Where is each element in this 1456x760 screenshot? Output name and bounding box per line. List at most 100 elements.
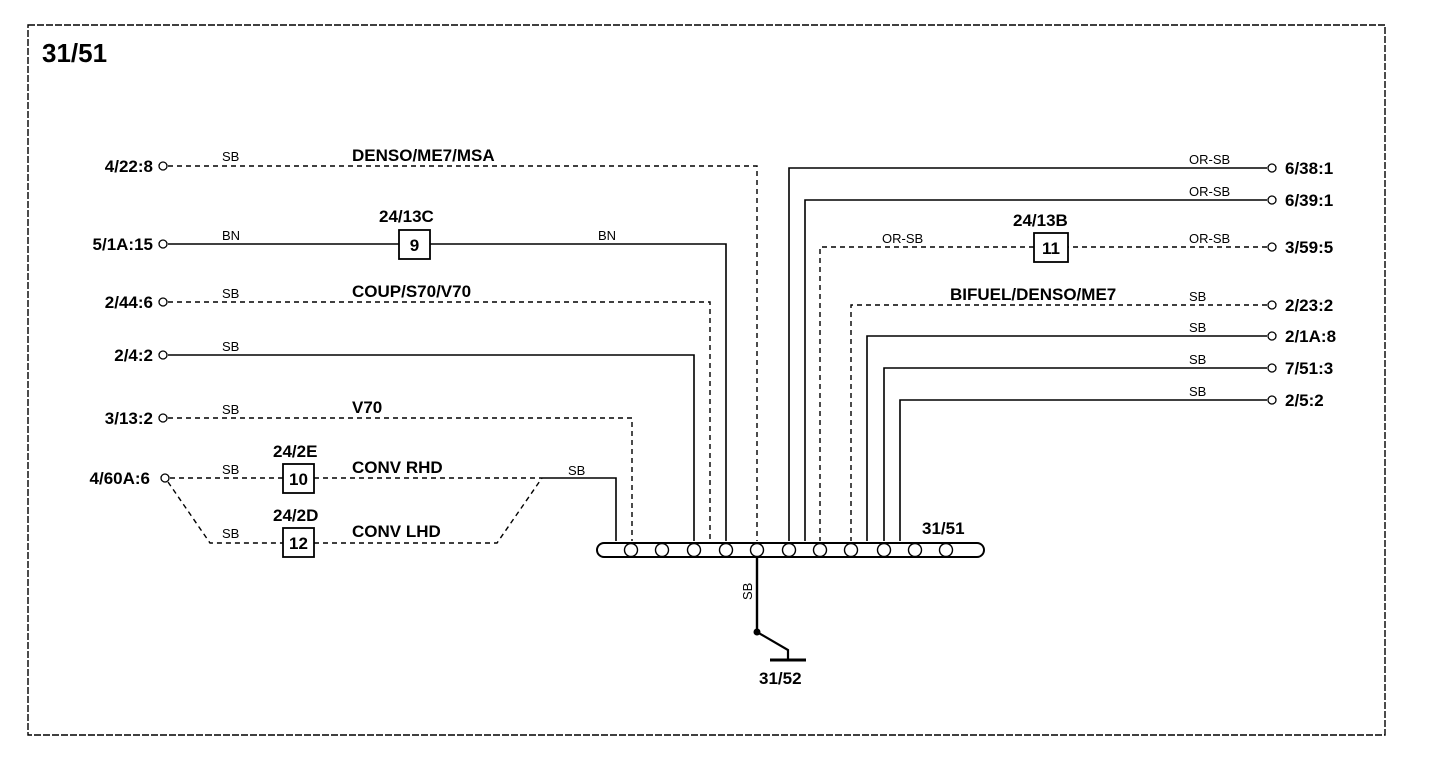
splice-pin-icon [749,542,765,558]
ground-label: 31/52 [759,669,802,688]
connector-label: 3/13:2 [105,409,153,428]
connector-label: 4/22:8 [105,157,153,176]
wire-4-60a-6-merge [542,477,617,541]
splice-pin-icon [812,542,828,558]
pin-number: 9 [410,236,419,255]
ground-lead [756,631,790,659]
inline-connector-24-2e: 24/2E 10 [273,442,317,494]
variant-label-v70: V70 [352,398,382,417]
inline-connector-24-13c: 24/13C 9 [379,207,434,260]
connector-label: 5/1A:15 [93,235,153,254]
wire-color-label: SB [222,286,239,301]
terminal-icon [1267,163,1277,173]
connector-id-label: 24/13C [379,207,434,226]
wire-2-44-6 [168,301,711,541]
right-connector-7-51-3: 7/51:3 [1267,359,1333,378]
splice-pin-icon [623,542,639,558]
connector-box [282,527,315,558]
terminal-icon [1267,242,1277,252]
splice-pin-icon [686,542,702,558]
connector-box [398,229,431,260]
variant-label-conv-rhd: CONV RHD [352,458,443,477]
wire-color-label: OR-SB [882,231,923,246]
splice-pin-icon [843,542,859,558]
wire-color-label: SB [222,462,239,477]
inline-connector-24-13b: 24/13B 11 [1013,211,1069,263]
right-connector-2-1a-8: 2/1A:8 [1267,327,1336,346]
left-connector-2-44-6: 2/44:6 [105,293,168,312]
ground-31-52: SB 31/52 [740,557,806,688]
splice-pin-icon [654,542,670,558]
wire-4-60a-6-lhd-cont [314,477,543,544]
wire-color-label: SB [1189,384,1206,399]
terminal-icon [158,413,168,423]
wire-3-13-2 [168,417,633,541]
wire-4-22-8 [168,165,758,541]
terminal-icon [1267,300,1277,310]
terminal-icon [1267,331,1277,341]
splice-pin-icon [781,542,797,558]
wire-color-label: SB [222,149,239,164]
connector-id-label: 24/2D [273,506,318,525]
wire-color-label: OR-SB [1189,152,1230,167]
left-connector-4-60a-6: 4/60A:6 [90,469,170,488]
right-connector-6-39-1: 6/39:1 [1267,191,1333,210]
terminal-icon [1267,195,1277,205]
right-connector-2-23-2: 2/23:2 [1267,296,1333,315]
inline-connector-24-2d: 24/2D 12 [273,506,318,558]
wire-color-label: SB [740,583,755,600]
wire-color-label: BN [598,228,616,243]
wire-6-39-1 [804,199,1267,541]
wire-2-23-2 [850,304,1267,541]
wire-4-60a-6-lhd [167,481,283,544]
connector-label: 2/4:2 [114,346,153,365]
connector-box [1033,232,1069,263]
variant-label-coup-s70-v70: COUP/S70/V70 [352,282,471,301]
left-connector-2-4-2: 2/4:2 [114,346,168,365]
wire-2-1a-8 [866,335,1267,541]
terminal-icon [1267,395,1277,405]
left-connector-3-13-2: 3/13:2 [105,409,168,428]
wire-color-label: OR-SB [1189,184,1230,199]
wire-color-label: SB [1189,320,1206,335]
right-connector-3-59-5: 3/59:5 [1267,238,1333,257]
splice-pin-icon [938,542,954,558]
splice-31-51: 31/51 [596,519,985,558]
wire-5-1a-15-cont [430,243,727,541]
connector-label: 6/38:1 [1285,159,1333,178]
wire-6-38-1 [788,167,1267,541]
wire-3-59-5-cont [819,246,1034,541]
wire-2-4-2 [168,354,695,541]
connector-label: 3/59:5 [1285,238,1333,257]
right-connector-2-5-2: 2/5:2 [1267,391,1324,410]
variant-label-denso-me7-msa: DENSO/ME7/MSA [352,146,495,165]
terminal-icon [158,297,168,307]
connector-label: 2/1A:8 [1285,327,1336,346]
connector-label: 2/5:2 [1285,391,1324,410]
diagram-frame [27,24,1386,736]
connector-id-label: 24/2E [273,442,317,461]
left-connector-5-1a-15: 5/1A:15 [93,235,168,254]
terminal-icon [158,161,168,171]
terminal-icon [160,473,170,483]
wire-color-label: BN [222,228,240,243]
right-connector-6-38-1: 6/38:1 [1267,159,1333,178]
splice-label: 31/51 [922,519,965,538]
splice-pin-icon [718,542,734,558]
wire-color-label: SB [1189,352,1206,367]
terminal-icon [1267,363,1277,373]
connector-label: 2/44:6 [105,293,153,312]
connector-label: 2/23:2 [1285,296,1333,315]
wire-color-label: SB [222,402,239,417]
variant-label-conv-lhd: CONV LHD [352,522,441,541]
wire-color-label: SB [1189,289,1206,304]
terminal-icon [158,239,168,249]
diagram-title: 31/51 [42,38,107,68]
variant-label-bifuel-denso-me7: BIFUEL/DENSO/ME7 [950,285,1116,304]
left-connector-4-22-8: 4/22:8 [105,157,168,176]
wire-7-51-3 [883,367,1267,541]
splice-pin-icon [907,542,923,558]
terminal-icon [158,350,168,360]
wire-color-label: SB [222,526,239,541]
